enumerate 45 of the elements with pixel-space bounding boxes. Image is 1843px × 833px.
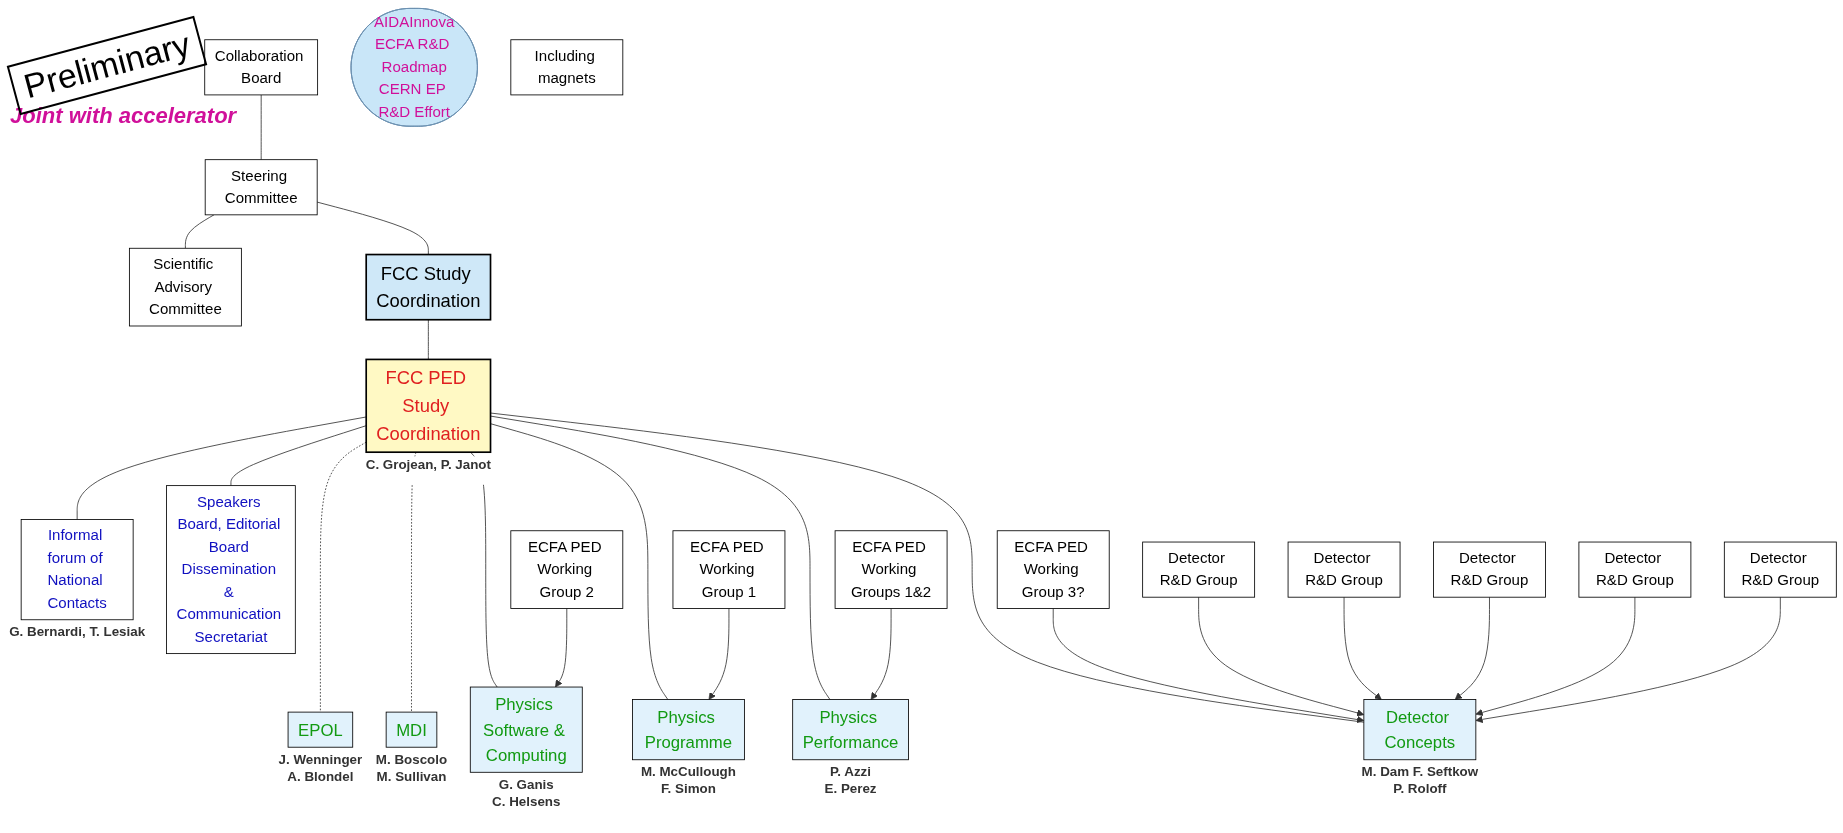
person-names: P. Roloff	[1393, 781, 1447, 797]
node-box: ECFA PED Working Group 1	[672, 530, 786, 609]
connector	[184, 214, 215, 249]
node-box: Detector R&D Group	[1142, 541, 1256, 598]
node-box: Physics Software & Computing	[469, 686, 583, 773]
connector	[230, 425, 367, 487]
person-names: J. Wenninger	[278, 751, 363, 767]
node-box: Detector Concepts	[1363, 699, 1477, 761]
person-names: M. Dam F. Seftkow	[1361, 764, 1479, 780]
node-box: MDI	[385, 711, 438, 748]
connector	[260, 94, 262, 161]
person-names: A. Blondel	[287, 768, 354, 784]
node-box: FCC PED Study Coordination	[365, 358, 492, 454]
person-names: M. Boscolo	[375, 751, 448, 767]
person-names: M. Sullivan	[376, 768, 447, 784]
node-box: Including magnets	[510, 39, 624, 96]
person-names: F. Simon	[660, 781, 716, 797]
node-box: ECFA PED Working Group 2	[510, 530, 624, 609]
node-box: Steering Committee	[204, 159, 318, 216]
person-names: C. Grojean, P. Janot	[365, 456, 491, 472]
connector	[490, 423, 669, 700]
person-names: E. Perez	[824, 781, 877, 797]
node-box: Speakers Board, Editorial Board Dissemination & Communication Secretariat	[166, 485, 296, 655]
person-names: M. McCullough	[640, 764, 736, 780]
person-names: G. Bernardi, T. Lesiak	[9, 624, 146, 640]
node-box: ECFA PED Working Groups 1&2	[834, 530, 948, 609]
node-box: Informal forum of National Contacts	[20, 519, 134, 621]
connector	[319, 441, 367, 713]
node-box: EPOL	[287, 711, 354, 748]
node-box: Detector R&D Group	[1287, 541, 1401, 598]
connector	[316, 201, 429, 255]
person-names: P. Azzi	[830, 764, 871, 780]
person-names: G. Ganis	[498, 777, 554, 792]
node-box: FCC Study Coordination	[365, 253, 492, 321]
node-box: Detector R&D Group	[1578, 541, 1692, 598]
connector	[76, 416, 367, 520]
node-box: Physics Programme	[632, 699, 745, 761]
node-box: Physics Performance	[792, 699, 909, 761]
node-box: Scientific Advisory Committee	[128, 247, 242, 327]
node-box: Collaboration Board	[204, 39, 319, 96]
connector	[427, 319, 429, 360]
person-names: C. Helsens	[492, 793, 561, 809]
node-box: Detector R&D Group	[1723, 541, 1837, 598]
node-box: Detector R&D Group	[1433, 541, 1546, 598]
node-box: ECFA PED Working Group 3?	[996, 530, 1110, 609]
